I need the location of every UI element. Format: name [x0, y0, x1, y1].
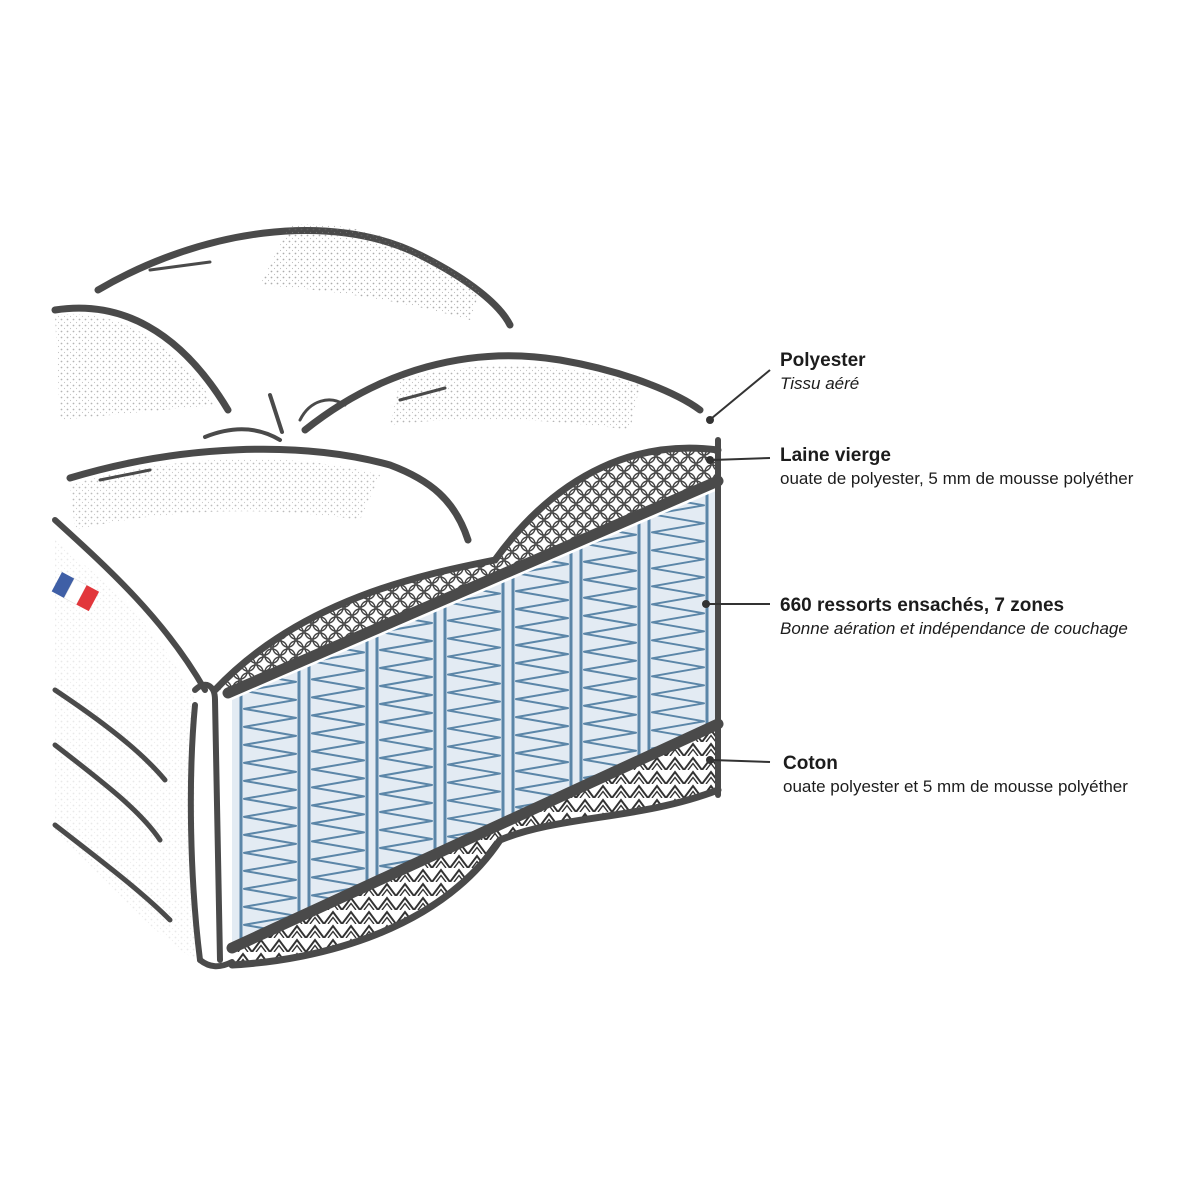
spring-coil [379, 595, 433, 894]
leader-line-polyester [711, 369, 771, 419]
spring-columns [239, 490, 709, 945]
leader-dot-ressorts [702, 600, 710, 608]
cross-section-left-edge [212, 697, 223, 963]
mattress-top-surface [51, 224, 704, 544]
spring-coil [583, 506, 637, 797]
callout-polyester: Polyester Tissu aéré [780, 349, 1140, 394]
spring-coil [311, 624, 365, 924]
leader-lines [702, 369, 771, 764]
callout-title: Laine vierge [780, 445, 891, 466]
bottom-separator-band [226, 718, 724, 954]
leader-dot-laine [706, 456, 714, 464]
callout-laine-vierge: Laine vierge ouate de polyester, 5 mm de… [780, 444, 1140, 489]
leader-dot-coton [706, 756, 714, 764]
spring-coil [243, 653, 297, 945]
mattress-side-panel [52, 517, 235, 970]
callout-title: Polyester [780, 350, 866, 371]
spring-coil [447, 565, 501, 865]
callout-title: 660 ressorts ensachés, 7 zones [780, 595, 1065, 616]
spring-core [232, 490, 718, 945]
callout-description: ouate polyester et 5 mm de mousse polyét… [783, 776, 1128, 796]
callout-description: Bonne aération et indépendance de coucha… [780, 618, 1128, 638]
french-flag-icon [51, 572, 100, 612]
leader-line-coton [711, 759, 771, 763]
spring-coil [515, 536, 569, 836]
callout-description: ouate de polyester, 5 mm de mousse polyé… [780, 468, 1134, 488]
top-separator-band [222, 475, 724, 699]
callout-title: Coton [783, 753, 838, 774]
spring-coil [651, 490, 705, 768]
callout-description: Tissu aéré [780, 373, 860, 393]
leader-line-laine [711, 457, 771, 461]
callout-ressorts: 660 ressorts ensachés, 7 zones Bonne aér… [780, 594, 1140, 639]
leader-dot-polyester [706, 416, 714, 424]
callout-coton: Coton ouate polyester et 5 mm de mousse … [783, 752, 1143, 797]
